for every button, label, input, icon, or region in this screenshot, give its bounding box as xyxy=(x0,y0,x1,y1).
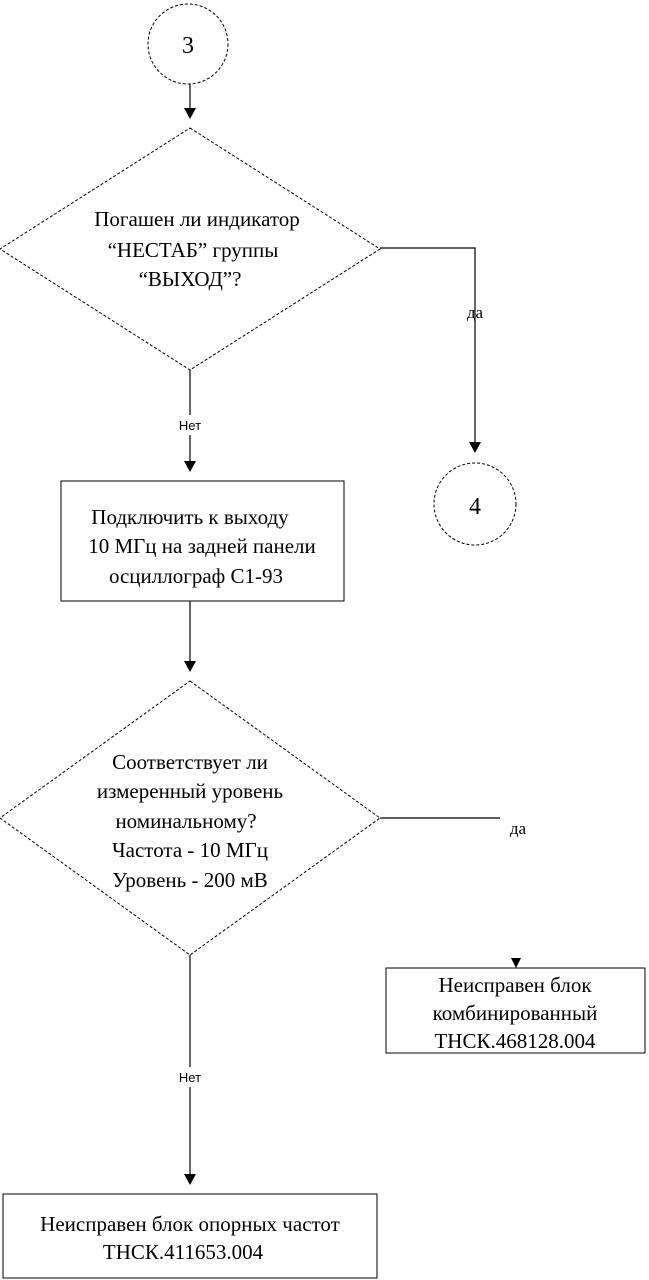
decision-2-no-label: Нет xyxy=(179,1070,201,1085)
decision-2-line4: Частота - 10 МГц xyxy=(112,838,268,862)
connector-3 xyxy=(147,3,229,85)
result-reference-line1: Неисправен блок опорных частот xyxy=(40,1212,340,1236)
process-1-line1: Подключить к выходу xyxy=(91,505,289,529)
no-label-bg-1 xyxy=(168,415,212,435)
result-combined-line1: Неисправен блок xyxy=(438,973,592,997)
decision-1-no-label: Нет xyxy=(179,418,201,433)
decision-1-line2: “НЕСТАБ” группы xyxy=(108,238,279,262)
decision-2-line1: Соответствует ли xyxy=(112,750,268,774)
process-1-line3: осциллограф С1-93 xyxy=(109,564,283,588)
decision-2-yes-label: да xyxy=(510,819,527,838)
process-box-1 xyxy=(60,480,345,602)
no-label-bg-2 xyxy=(168,1067,212,1087)
arrowhead-combined xyxy=(511,958,521,968)
decision-1-line1: Погашен ли индикатор xyxy=(94,207,300,231)
decision-2-line3: номинальному? xyxy=(115,809,256,833)
process-1-line2: 10 МГц на задней панели xyxy=(88,534,316,558)
result-reference-line2: ТНСК.411653.004 xyxy=(103,1240,264,1264)
result-box-reference xyxy=(2,1193,378,1279)
decision-diamond-2 xyxy=(0,680,381,956)
result-box-combined xyxy=(385,967,646,1054)
flow-line-yes-1 xyxy=(380,247,481,453)
result-combined-line3: ТНСК.468128.004 xyxy=(434,1029,596,1053)
decision-1-line3: “ВЫХОД”? xyxy=(139,267,242,291)
connector-4-label: 4 xyxy=(469,494,481,520)
decision-1-yes-label: да xyxy=(467,303,484,322)
decision-2-line2: измеренный уровень xyxy=(97,779,283,803)
decision-2-line5: Уровень - 200 мВ xyxy=(112,868,268,892)
connector-4 xyxy=(433,462,517,546)
result-combined-line2: комбинированный xyxy=(433,1001,598,1025)
connector-3-label: 3 xyxy=(182,33,194,59)
